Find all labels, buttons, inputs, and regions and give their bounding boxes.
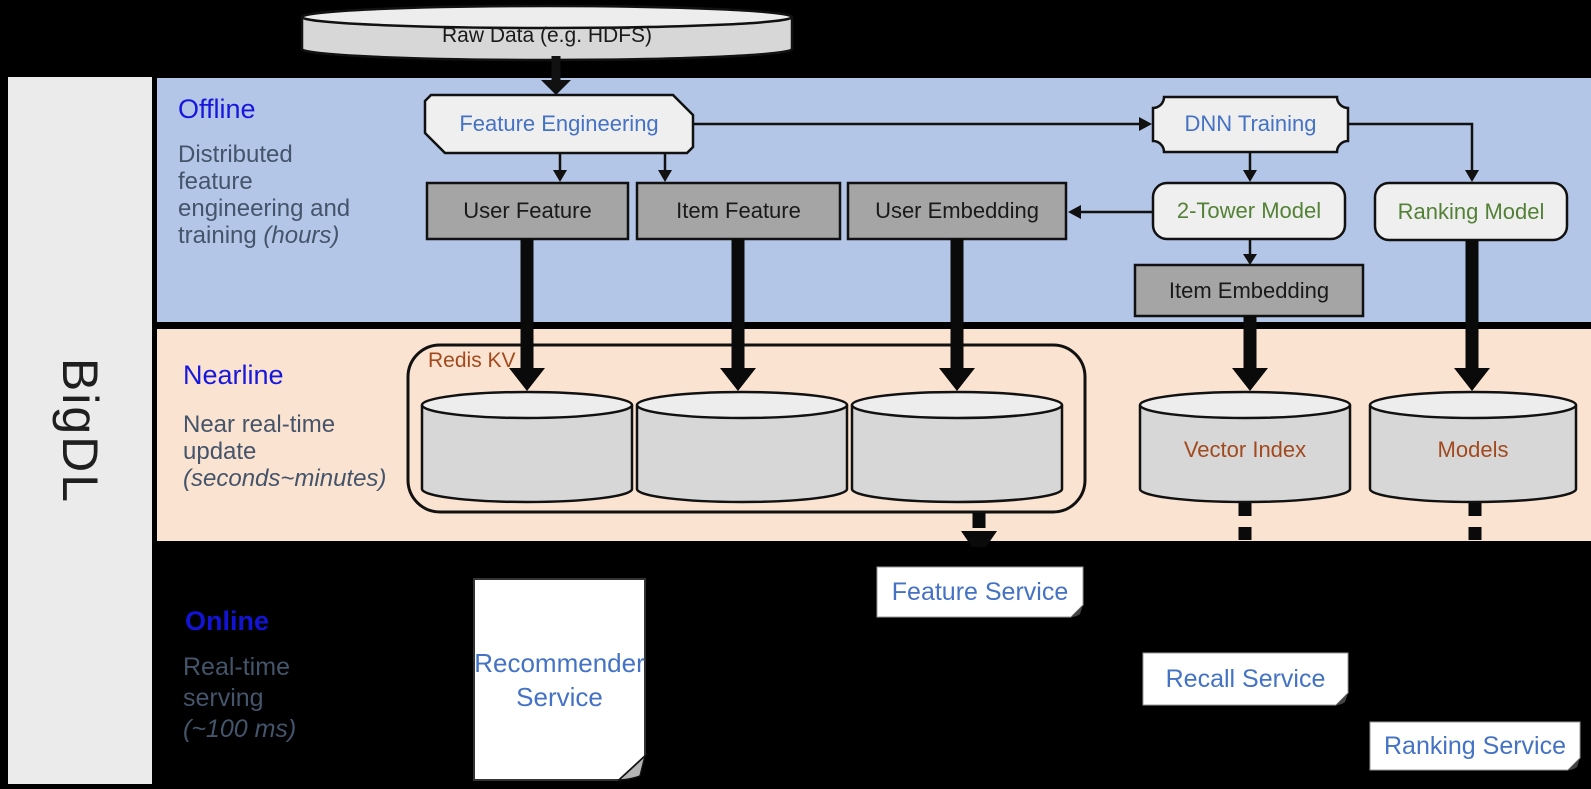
models-cylinder [1368,390,1578,504]
vector-index-cylinder [1138,390,1352,504]
user-embedding-label: User Embedding [875,198,1039,223]
redis-kv-label: Redis KV [428,349,516,372]
item-feature-box [635,181,842,241]
feature-engineering-box [423,93,695,155]
bigdl-sidebar: BigDL [8,77,152,784]
offline-band-title: Offline [178,94,256,124]
redis-cylinder-3 [850,390,1064,504]
arrow-user-feature-to-redis [509,239,545,391]
redis-cylinder-1 [420,390,634,504]
ranking-service-label: Ranking Service [1383,731,1567,760]
arrow-feature-engineering-to-user-feature [553,153,567,182]
dashed-arrow-redis-to-feature-service [961,513,997,547]
arrow-feature-engineering-to-dnn-training [693,117,1152,131]
feature-service-box [876,566,1084,618]
arrow-item-embedding-to-vector-index [1232,316,1268,391]
offline-band-description: Distributed feature engineering and trai… [178,141,351,249]
raw-data-cylinder [300,4,794,62]
recall-service-box [1142,652,1349,706]
recall-service-label: Recall Service [1165,664,1326,693]
item-feature-label: Item Feature [676,198,801,223]
ranking-model-label: Ranking Model [1397,198,1545,224]
arrow-dnn-training-to-ranking-model [1348,122,1479,182]
nearline-band-title: Nearline [183,360,284,390]
online-band-title: Online [185,606,270,636]
dnn-training-box [1151,95,1350,154]
user-feature-label: User Feature [463,198,592,223]
arrow-dnn-training-to-two-tower-model [1243,152,1257,182]
item-embedding-label: Item Embedding [1168,277,1330,303]
arrow-two-tower-model-to-item-embedding [1243,239,1257,265]
raw-data-label: Raw Data (e.g. HDFS) [441,24,653,47]
dnn-training-label: DNN Training [1184,111,1317,136]
two-tower-model-label: 2-Tower Model [1176,198,1322,223]
vector-index-label: Vector Index [1183,437,1307,462]
redis-kv-container [406,343,1087,514]
recommender-service-label: Recommender Service [474,647,645,712]
redis-cylinder-2 [635,390,849,504]
feature-service-label: Feature Service [891,577,1069,606]
recommender-service-document [473,578,647,781]
nearline-band-description: Near real-time update (seconds~minutes) [183,411,387,492]
arrow-ranking-model-to-models [1454,240,1490,391]
online-band-description: Real-time serving (~100 ms) [183,653,297,743]
arrow-two-tower-model-to-user-embedding [1068,205,1153,219]
arrow-item-feature-to-redis [720,239,756,391]
ranking-service-box [1369,721,1581,771]
arrow-feature-engineering-to-item-feature [658,153,672,182]
arrow-user-embedding-to-redis [939,239,975,391]
feature-engineering-label: Feature Engineering [459,111,659,136]
arrow-rawdata-to-feature-engineering [541,56,571,95]
user-feature-box [425,181,630,241]
models-label: Models [1437,437,1509,462]
